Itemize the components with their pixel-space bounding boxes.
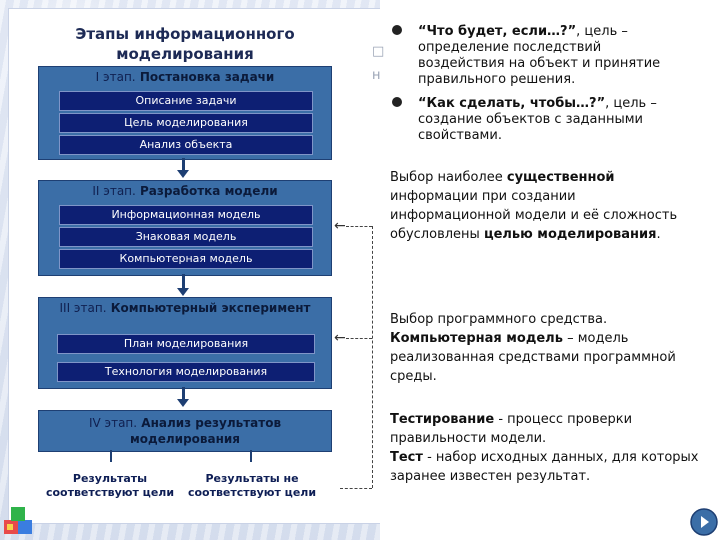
p3-text-2: - набор исходных данных, для которых зар… <box>390 450 699 484</box>
result-success: Результаты соответствуют цели <box>45 472 175 499</box>
feedback-arrow-stage-2: ← <box>334 218 346 234</box>
stage-1-step-1: Описание задачи <box>59 91 313 111</box>
text-panel <box>380 0 720 540</box>
bullet-dot-icon <box>392 25 402 35</box>
result-failure: Результаты не соответствуют цели <box>187 472 317 499</box>
stage-2-step-1: Информационная модель <box>59 205 313 225</box>
stage-2-title: II этап. Разработка модели <box>39 181 331 199</box>
stage-1-title: I этап. Постановка задачи <box>39 67 331 85</box>
result-arrow-stem-1 <box>110 450 112 462</box>
bullet-2: “Как сделать, чтобы…?”, цель – создание … <box>392 96 692 146</box>
paragraph-computer-model: Выбор программного средства. Компьютерна… <box>390 310 700 386</box>
stage-3-name: Компьютерный эксперимент <box>110 301 311 315</box>
p2-bold-1: Компьютерная модель <box>390 331 563 346</box>
bullet-dot-icon <box>392 97 402 107</box>
feedback-line-stage-2 <box>346 226 372 227</box>
p2-text-2: – модель реализованная средствами програ… <box>390 331 676 384</box>
flow-arrow-stem-1 <box>182 158 185 170</box>
stage-3-step-2: Технология моделирования <box>57 362 315 382</box>
next-slide-button[interactable] <box>690 508 718 536</box>
flow-arrow-stem-3 <box>182 387 185 399</box>
p3-bold-2: Тест <box>390 450 423 465</box>
bullet-2-rest: , цель – создание объектов с заданными с… <box>418 96 657 143</box>
stage-4-box: IV этап. Анализ результатов моделировани… <box>38 410 332 452</box>
toy-cubes-icon <box>4 507 32 534</box>
p1-text-2: информации при создании информационной м… <box>390 189 678 242</box>
p1-text-1: Выбор наиболее <box>390 170 507 185</box>
diagram-title: Этапы информационного моделирования <box>75 25 295 63</box>
flow-arrow-3 <box>177 399 189 407</box>
stage-2-number: II этап. <box>92 184 136 198</box>
stage-3-title: III этап. Компьютерный эксперимент <box>39 298 331 316</box>
stage-4-number: IV этап. <box>88 416 138 430</box>
hidden-glyph-1: □ <box>372 44 385 59</box>
stage-1-number: I этап. <box>95 70 136 84</box>
feedback-line <box>372 226 373 488</box>
p3-bold-1: Тестирование <box>390 412 495 427</box>
stage-1-step-2: Цель моделирования <box>59 113 313 133</box>
feedback-line-stage-3 <box>346 338 372 339</box>
feedback-arrow-stage-3: ← <box>334 330 346 346</box>
stage-1-box: I этап. Постановка задачи Описание задач… <box>38 66 332 160</box>
p1-bold-2: целью моделирования <box>483 227 657 242</box>
bullet-1: “Что будет, если…?”, цель – определение … <box>392 24 692 88</box>
stage-3-step-1: План моделирования <box>57 334 315 354</box>
p2-text-1: Выбор программного средства. <box>390 312 608 327</box>
feedback-line-bottom <box>340 488 372 489</box>
flow-arrow-stem-2 <box>182 274 185 288</box>
p3-text-1: - процесс проверки правильности модели. <box>390 412 633 446</box>
stage-1-name: Постановка задачи <box>139 70 275 84</box>
stage-3-box: III этап. Компьютерный эксперимент План … <box>38 297 332 389</box>
stage-2-name: Разработка модели <box>140 184 278 198</box>
bullet-2-bold: “Как сделать, чтобы…?” <box>418 96 606 111</box>
flow-arrow-1 <box>177 170 189 178</box>
flow-arrow-2 <box>177 288 189 296</box>
stage-4-name: Анализ результатов моделирования <box>129 416 282 446</box>
stage-4-title: IV этап. Анализ результатов моделировани… <box>39 411 331 447</box>
bullet-2-text: “Как сделать, чтобы…?”, цель – создание … <box>418 96 688 144</box>
paragraph-testing: Тестирование - процесс проверки правильн… <box>390 410 700 486</box>
stage-1-step-3: Анализ объекта <box>59 135 313 155</box>
hidden-glyph-2: н <box>372 68 381 83</box>
bullet-1-bold: “Что будет, если…?” <box>418 24 577 39</box>
p1-bold-1: существенной <box>506 170 615 185</box>
bullet-1-text: “Что будет, если…?”, цель – определение … <box>418 24 688 88</box>
stage-3-number: III этап. <box>59 301 107 315</box>
stage-2-box: II этап. Разработка модели Информационна… <box>38 180 332 276</box>
bullet-1-rest: , цель – определение последствий воздейс… <box>418 24 661 87</box>
result-arrow-stem-2 <box>250 450 252 462</box>
stage-2-step-3: Компьютерная модель <box>59 249 313 269</box>
paragraph-goal: Выбор наиболее существенной информации п… <box>390 168 700 244</box>
p1-text-3: . <box>656 227 661 242</box>
stage-2-step-2: Знаковая модель <box>59 227 313 247</box>
